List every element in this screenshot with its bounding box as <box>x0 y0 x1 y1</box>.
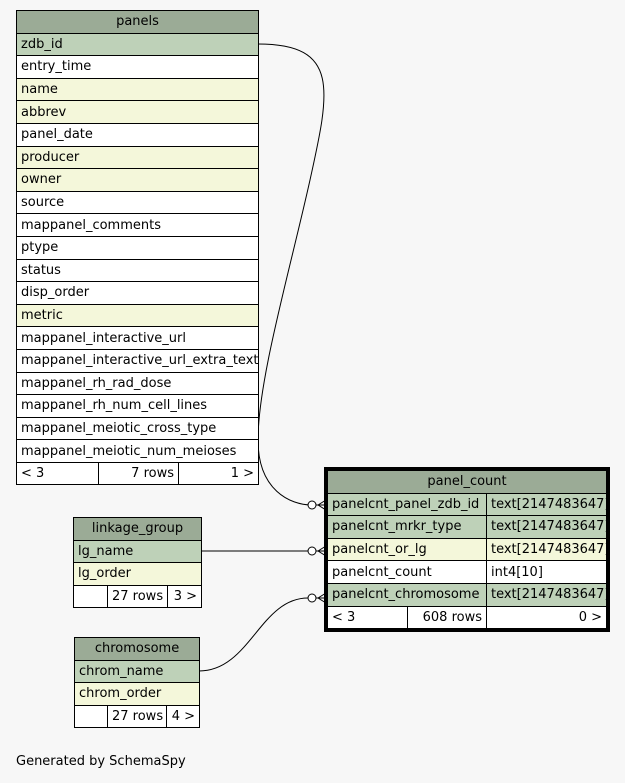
column-row[interactable]: abbrev <box>16 100 259 124</box>
row-count: 27 rows <box>107 584 168 609</box>
column-row[interactable]: mappanel_meiotic_cross_type <box>16 416 259 441</box>
edge-panels-marker-circle <box>307 500 317 510</box>
column-row[interactable]: ptype <box>16 235 259 260</box>
column-name[interactable]: status <box>16 258 259 283</box>
column-name[interactable]: mappanel_rh_num_cell_lines <box>16 394 259 418</box>
edge-chromosome-to-panel-count <box>198 597 309 672</box>
children-count[interactable]: 4 > <box>165 704 201 729</box>
column-type: text[2147483647] <box>485 515 608 539</box>
edge-chromosome-marker-circle <box>307 593 317 603</box>
column-row[interactable]: mappanel_rh_num_cell_lines <box>16 394 259 418</box>
edge-panels-marker-crowfoot <box>316 499 327 511</box>
column-name[interactable]: abbrev <box>16 100 259 124</box>
edge-panels-to-panel-count <box>257 43 325 506</box>
column-name[interactable]: entry_time <box>16 55 259 79</box>
column-name[interactable]: owner <box>16 168 259 192</box>
column-row[interactable]: panel_date <box>16 122 259 147</box>
row-count: 608 rows <box>407 605 487 630</box>
table-title[interactable]: panels <box>16 10 259 34</box>
column-type: text[2147483647] <box>485 492 608 517</box>
column-row[interactable]: lg_order <box>72 562 203 586</box>
column-type: text[2147483647] <box>485 537 608 562</box>
table-title[interactable]: panel_count <box>326 470 608 494</box>
parents-count[interactable]: < 3 <box>16 461 99 486</box>
edge-linkage-marker-crowfoot <box>316 545 327 557</box>
column-row[interactable]: mappanel_interactive_url_extra_text <box>16 348 259 373</box>
column-name[interactable]: source <box>16 190 259 215</box>
column-row[interactable]: mappanel_meiotic_num_meioses <box>16 439 259 463</box>
column-name[interactable]: mappanel_interactive_url <box>16 326 259 350</box>
column-name[interactable]: panelcnt_panel_zdb_id <box>327 492 487 517</box>
column-row[interactable]: name <box>16 77 259 102</box>
column-row[interactable]: mappanel_interactive_url <box>16 326 259 350</box>
column-row[interactable]: entry_time <box>16 55 259 79</box>
column-name[interactable]: metric <box>16 303 259 328</box>
column-name[interactable]: panel_date <box>16 122 259 147</box>
column-row[interactable]: producer <box>16 145 259 170</box>
column-name[interactable]: lg_name <box>72 539 203 564</box>
column-row[interactable]: source <box>16 190 259 215</box>
column-name[interactable]: panelcnt_mrkr_type <box>327 515 487 539</box>
column-name[interactable]: lg_order <box>72 562 203 586</box>
parents-count[interactable]: < 3 <box>327 605 408 630</box>
children-count[interactable]: 3 > <box>166 584 203 609</box>
column-name[interactable]: name <box>16 77 259 102</box>
column-row[interactable]: disp_order <box>16 281 259 305</box>
column-type: int4[10] <box>485 560 608 584</box>
column-row[interactable]: zdb_id <box>16 32 259 57</box>
column-row[interactable]: lg_name <box>72 539 203 564</box>
edge-chromosome-marker-crowfoot <box>316 592 327 604</box>
column-row[interactable]: chrom_name <box>73 659 201 684</box>
edge-linkage-marker-circle <box>307 546 317 556</box>
column-name[interactable]: ptype <box>16 235 259 260</box>
column-name[interactable]: panelcnt_or_lg <box>327 537 487 562</box>
row-count: 27 rows <box>107 704 167 729</box>
column-name[interactable]: chrom_order <box>73 682 201 706</box>
generated-by-text[interactable]: Generated by SchemaSpy <box>16 754 186 769</box>
column-name[interactable]: mappanel_comments <box>16 213 259 237</box>
column-row[interactable]: status <box>16 258 259 283</box>
table-title[interactable]: chromosome <box>73 637 201 661</box>
children-count[interactable]: 1 > <box>178 461 259 486</box>
column-name[interactable]: zdb_id <box>16 32 259 57</box>
column-name[interactable]: mappanel_meiotic_cross_type <box>16 416 259 441</box>
column-type: text[2147483647] <box>485 582 608 607</box>
column-name[interactable]: producer <box>16 145 259 170</box>
column-row[interactable]: mappanel_comments <box>16 213 259 237</box>
column-name[interactable]: panelcnt_count <box>327 560 487 584</box>
column-name[interactable]: mappanel_interactive_url_extra_text <box>16 348 259 373</box>
parents-count <box>73 584 108 609</box>
children-count[interactable]: 0 > <box>485 605 608 630</box>
column-name[interactable]: panelcnt_chromosome <box>327 582 487 607</box>
column-name[interactable]: disp_order <box>16 281 259 305</box>
column-row[interactable]: chrom_order <box>73 682 201 706</box>
column-name[interactable]: mappanel_rh_rad_dose <box>16 371 259 396</box>
column-name[interactable]: mappanel_meiotic_num_meioses <box>16 439 259 463</box>
column-name[interactable]: chrom_name <box>73 659 201 684</box>
column-row[interactable]: metric <box>16 303 259 328</box>
column-row[interactable]: mappanel_rh_rad_dose <box>16 371 259 396</box>
parents-count <box>74 704 108 729</box>
table-title[interactable]: linkage_group <box>72 517 203 541</box>
column-row[interactable]: owner <box>16 168 259 192</box>
row-count: 7 rows <box>98 461 179 486</box>
